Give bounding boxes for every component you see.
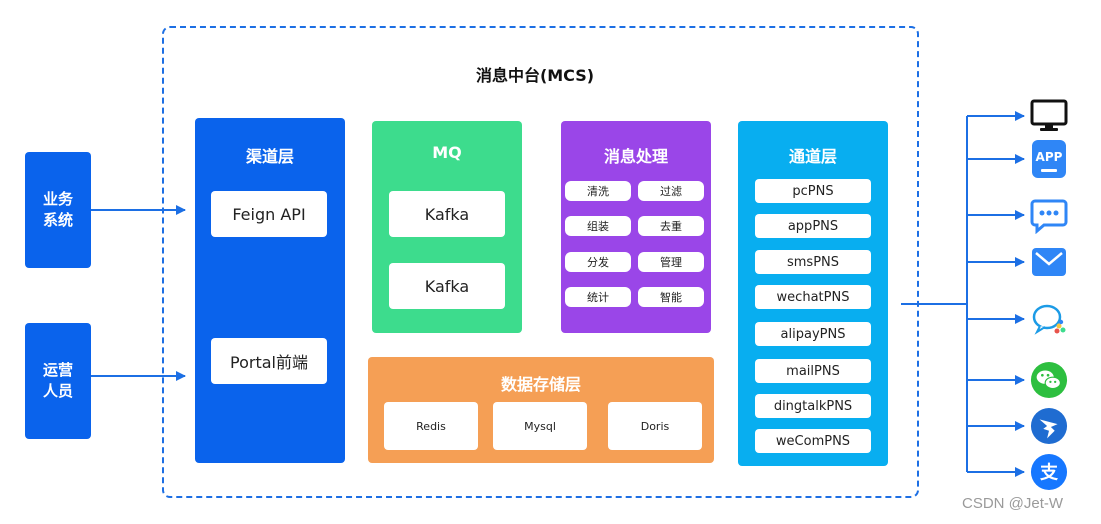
pns-item-pc: pcPNS <box>755 179 871 203</box>
mcs-container <box>162 26 919 498</box>
sms-bubble-icon <box>1030 197 1068 235</box>
alipay-icon: 支 <box>1030 453 1068 491</box>
channel-layer-title: 渠道层 <box>245 147 294 166</box>
channel-item-feign-api: Feign API <box>211 191 327 237</box>
mq-item-kafka-1: Kafka <box>389 191 505 237</box>
watermark: CSDN @Jet-W <box>962 495 1064 512</box>
dingtalk-icon <box>1030 407 1068 445</box>
app-icon-label: APP <box>1036 150 1063 164</box>
wechat-icon <box>1030 361 1068 399</box>
pns-item-wecom: weComPNS <box>755 429 871 453</box>
processing-item-assemble: 组装 <box>565 216 631 236</box>
diagram-title: 消息中台(MCS) <box>475 66 595 85</box>
pns-item-mail: mailPNS <box>755 359 871 383</box>
pns-item-dingtalk: dingtalkPNS <box>755 394 871 418</box>
processing-item-clean: 清洗 <box>565 181 631 201</box>
pns-item-wechat: wechatPNS <box>755 285 871 309</box>
pns-item-alipay: alipayPNS <box>755 322 871 346</box>
processing-item-smart: 智能 <box>638 287 704 307</box>
app-icon: APP <box>1030 140 1068 178</box>
pns-layer-title: 通道层 <box>788 147 837 166</box>
storage-item-redis: Redis <box>384 402 478 450</box>
storage-panel: 数据存储层 Redis Mysql Doris <box>368 357 714 463</box>
mq-item-kafka-2: Kafka <box>389 263 505 309</box>
pns-item-sms: smsPNS <box>755 250 871 274</box>
channel-item-portal: Portal前端 <box>211 338 327 384</box>
mq-title: MQ <box>432 143 462 162</box>
storage-item-doris: Doris <box>608 402 702 450</box>
monitor-icon <box>1030 97 1068 135</box>
processing-item-dedupe: 去重 <box>638 216 704 236</box>
channel-layer-panel: 渠道层 Feign API Portal前端 <box>195 118 345 463</box>
processing-item-dispatch: 分发 <box>565 252 631 272</box>
processing-item-stats: 统计 <box>565 287 631 307</box>
pns-layer-panel: 通道层 pcPNS appPNS smsPNS wechatPNS alipay… <box>738 121 888 466</box>
storage-item-mysql: Mysql <box>493 402 587 450</box>
mail-icon <box>1030 243 1068 281</box>
source-operations-staff: 运营 人员 <box>25 323 91 439</box>
alipay-icon-label: 支 <box>1039 462 1059 484</box>
processing-panel: 消息处理 清洗 过滤 组装 去重 分发 管理 统计 智能 <box>561 121 711 333</box>
processing-item-filter: 过滤 <box>638 181 704 201</box>
processing-item-manage: 管理 <box>638 252 704 272</box>
source-business-system: 业务 系统 <box>25 152 91 268</box>
pns-item-app: appPNS <box>755 214 871 238</box>
mq-panel: MQ Kafka Kafka <box>372 121 522 333</box>
storage-title: 数据存储层 <box>500 375 581 394</box>
wecom-icon <box>1030 300 1068 338</box>
processing-title: 消息处理 <box>603 147 668 166</box>
